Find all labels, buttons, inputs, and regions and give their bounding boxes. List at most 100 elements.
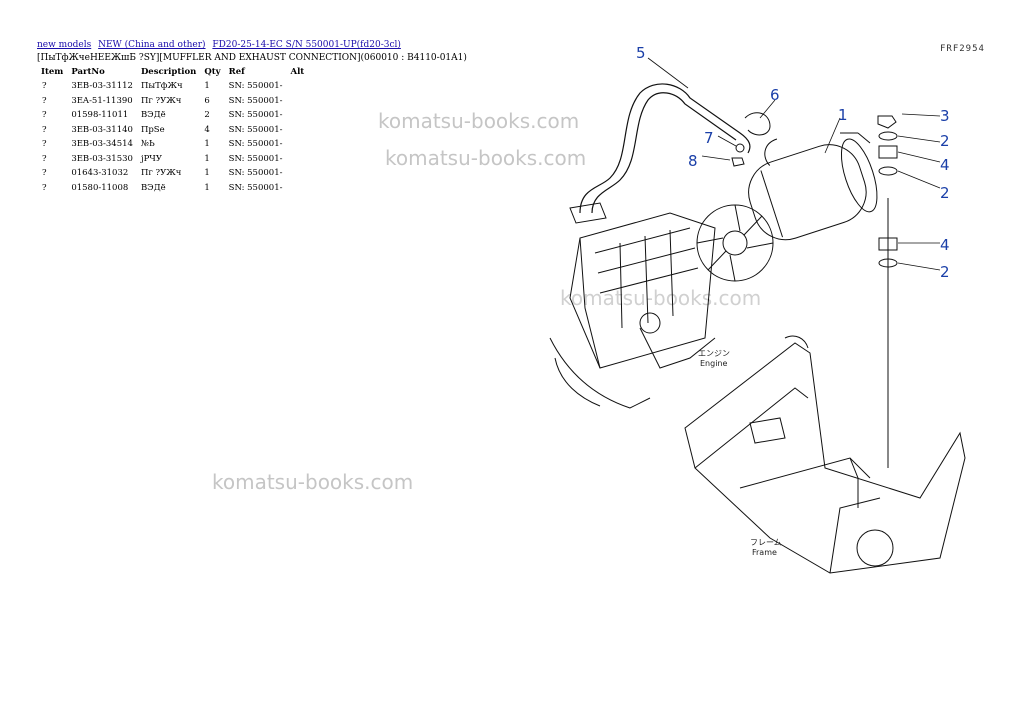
cell-description: Пг ?УЖч <box>140 168 182 178</box>
callout-4: 4 <box>940 156 950 174</box>
cell-item: ? <box>42 182 47 193</box>
column-header-qty: Qty <box>204 67 221 77</box>
washer-item-2 <box>878 166 898 176</box>
cell-item: ? <box>42 124 47 135</box>
cell-description: ВЭДё <box>140 182 166 193</box>
breadcrumb: new models NEW (China and other) FD20-25… <box>37 40 405 50</box>
parts-table: Item PartNo Description Qty Ref Alt ? 3E… <box>37 66 308 195</box>
watermark: komatsu-books.com <box>560 286 762 310</box>
cell-partno: 3EB-03-31140 <box>71 124 133 135</box>
table-row: ? 3EB-03-34514 №Ь 1 SN: 550001- <box>37 137 308 152</box>
exploded-parts-diagram: 5 6 7 8 1 3 2 4 2 4 2 エンジン Engine フレーム F… <box>549 44 966 574</box>
table-row: ? 01643-31032 Пг ?УЖч 1 SN: 550001- <box>37 166 308 181</box>
nut-item-3 <box>877 115 897 129</box>
cell-ref: SN: 550001- <box>228 95 283 106</box>
clamp-item-6 <box>744 112 771 136</box>
table-header-row: Item PartNo Description Qty Ref Alt <box>37 66 308 79</box>
watermark: komatsu-books.com <box>212 470 414 494</box>
table-row: ? 3EB-03-31530 jРЧУ 1 SN: 550001- <box>37 152 308 167</box>
cell-description: ПрSе <box>140 124 165 135</box>
cell-qty: 1 <box>204 81 210 91</box>
cell-alt <box>286 137 308 152</box>
cell-qty: 1 <box>204 153 210 164</box>
pipe-flange <box>569 202 607 224</box>
cell-partno: 3EB-03-34514 <box>71 139 133 149</box>
frame-label-jp: フレーム <box>750 538 782 547</box>
cell-ref: SN: 550001- <box>228 81 283 91</box>
callout-6: 6 <box>770 86 780 104</box>
mount-hardware <box>840 115 898 468</box>
column-header-alt: Alt <box>290 67 305 77</box>
cell-description: ПыТфЖч <box>140 81 183 91</box>
cell-partno: 01580-11008 <box>71 182 129 193</box>
cell-partno: 01598-11011 <box>71 110 129 120</box>
callout-5: 5 <box>636 44 646 62</box>
cell-ref: SN: 550001- <box>228 110 283 120</box>
cell-alt <box>286 181 308 196</box>
cell-qty: 1 <box>204 168 210 178</box>
column-header-description: Description <box>140 67 197 77</box>
callout-3: 3 <box>940 107 950 125</box>
cell-item: ? <box>42 81 47 91</box>
cell-description: ВЭДё <box>140 110 166 120</box>
engine-label-jp: エンジン <box>698 349 730 358</box>
callout-7: 7 <box>704 129 714 147</box>
page-subtitle: [ПыТфЖчеНЕЕЖшБ ?SY][MUFFLER AND EXHAUST … <box>37 53 467 63</box>
cell-alt <box>286 108 308 123</box>
muffler <box>748 138 878 241</box>
cell-item: ? <box>42 168 47 178</box>
cell-ref: SN: 550001- <box>228 182 283 193</box>
breadcrumb-link-model[interactable]: FD20-25-14-EC S/N 550001-UP(fd20-3cl) <box>212 40 401 50</box>
watermark: komatsu-books.com <box>378 109 580 133</box>
cell-item: ? <box>42 110 47 120</box>
callout-2: 2 <box>940 263 950 281</box>
cell-partno: 3EB-03-31112 <box>71 81 133 91</box>
breadcrumb-link-new-models[interactable]: new models <box>37 40 92 50</box>
watermark: komatsu-books.com <box>385 146 587 170</box>
cell-qty: 1 <box>204 139 210 149</box>
table-row: ? 3EA-51-11390 Пг ?УЖч 6 SN: 550001- <box>37 94 308 109</box>
exhaust-pipe <box>579 83 751 214</box>
cooling-fan <box>696 204 774 282</box>
vehicle-frame <box>684 335 966 574</box>
diagram-page-code: FRF2954 <box>940 44 985 54</box>
cell-description: Пг ?УЖч <box>140 95 182 106</box>
cell-partno: 3EB-03-31530 <box>71 153 133 164</box>
cell-qty: 6 <box>204 95 210 106</box>
cushion-item-4 <box>878 145 898 159</box>
washer-item-2 <box>878 258 898 268</box>
breadcrumb-link-region[interactable]: NEW (China and other) <box>98 40 206 50</box>
washer-item-2 <box>878 131 898 141</box>
table-row: ? 3EB-03-31140 ПрSе 4 SN: 550001- <box>37 123 308 138</box>
cell-item: ? <box>42 153 47 164</box>
cell-ref: SN: 550001- <box>228 124 283 135</box>
callout-4: 4 <box>940 236 950 254</box>
cell-partno: 01643-31032 <box>71 168 129 178</box>
nut-item-8 <box>731 157 745 167</box>
column-header-partno: PartNo <box>71 67 105 77</box>
callout-1: 1 <box>838 106 848 124</box>
column-header-ref: Ref <box>228 67 245 77</box>
engine-block <box>549 212 716 409</box>
table-row: ? 01580-11008 ВЭДё 1 SN: 550001- <box>37 181 308 196</box>
cell-qty: 2 <box>204 110 210 120</box>
cell-ref: SN: 550001- <box>228 153 283 164</box>
cell-item: ? <box>42 95 47 106</box>
cell-ref: SN: 550001- <box>228 168 283 178</box>
cell-alt <box>286 79 308 94</box>
cell-qty: 1 <box>204 182 210 193</box>
cell-description: jРЧУ <box>140 153 163 164</box>
engine-label: Engine <box>700 359 727 368</box>
washer-item-7 <box>735 143 745 153</box>
cell-description: №Ь <box>140 139 155 149</box>
cell-alt <box>286 94 308 109</box>
cell-ref: SN: 550001- <box>228 139 283 149</box>
column-header-item: Item <box>41 67 64 77</box>
cell-partno: 3EA-51-11390 <box>71 95 133 106</box>
exhaust-pipe-inner <box>591 92 737 214</box>
cushion-item-4 <box>878 237 898 251</box>
cell-alt <box>286 166 308 181</box>
frame-label: Frame <box>752 548 777 557</box>
callout-2: 2 <box>940 184 950 202</box>
cell-alt <box>286 123 308 138</box>
